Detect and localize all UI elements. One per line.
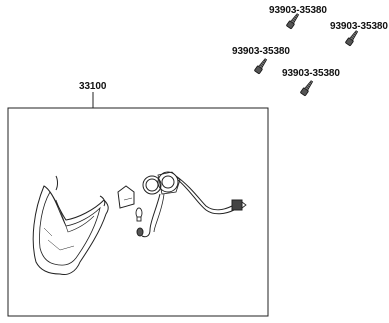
small-bulb-icon	[135, 207, 143, 222]
part-number-label: 93903-35380	[232, 46, 290, 57]
bulb-icon	[117, 185, 135, 209]
socket-harness	[136, 171, 247, 238]
screw-icon	[300, 80, 314, 97]
screw-icon	[345, 30, 359, 47]
part-number-label: 93903-35380	[282, 68, 340, 79]
assembly-part-label: 33100	[79, 81, 107, 92]
assembly-frame	[7, 107, 269, 317]
part-number-label: 93903-35380	[330, 21, 388, 32]
screw-icon	[286, 13, 300, 30]
screw-icon	[254, 58, 268, 75]
tail-light-lens	[32, 175, 109, 275]
part-number-label: 93903-35380	[269, 5, 327, 16]
